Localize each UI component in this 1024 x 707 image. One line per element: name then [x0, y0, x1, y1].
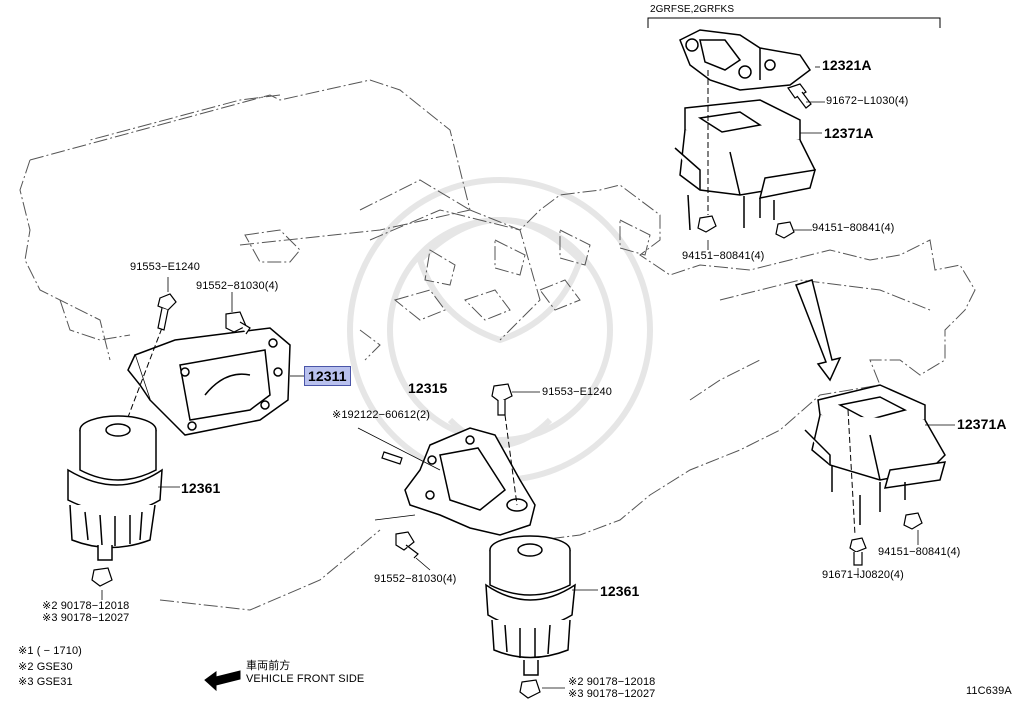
footnote-2: ※2 GSE30	[18, 661, 73, 673]
vehicle-front-arrow-icon	[204, 670, 241, 692]
assembly-arrow	[795, 279, 842, 382]
engine-block-outline	[19, 79, 976, 611]
bracket-12321A	[679, 29, 812, 91]
leader-lines	[101, 66, 955, 689]
vehicle-front-jp: 車両前方	[246, 660, 291, 672]
nut-94151-top	[697, 215, 795, 239]
bolt-91671	[849, 537, 867, 566]
footnote-3: ※3 GSE31	[18, 676, 73, 688]
part-label-94151-top-left[interactable]: 94151−80841(4)	[682, 250, 765, 262]
part-label-91552-center[interactable]: 91552−81030(4)	[374, 573, 457, 585]
diagram-code: 11C639A	[966, 685, 1012, 697]
part-label-91552-left[interactable]: 91552−81030(4)	[196, 280, 279, 292]
bolt-91552-left	[225, 311, 251, 335]
part-label-91671[interactable]: 91671−J0820(4)	[822, 569, 904, 581]
part-label-94151-right[interactable]: 94151−80841(4)	[878, 546, 961, 558]
bracket-12311	[127, 327, 291, 436]
part-label-12361-left[interactable]: 12361	[181, 480, 221, 496]
part-label-12311-highlighted[interactable]: 12311	[304, 366, 351, 386]
bracket-12315	[404, 427, 536, 536]
footnote-1: ※1 ( − 1710)	[18, 645, 82, 657]
stud-92122	[381, 451, 403, 465]
part-label-12315[interactable]: 12315	[408, 380, 448, 396]
nut-90178-left	[91, 567, 113, 587]
nut-94151-right	[903, 512, 923, 530]
part-label-90178-2-center[interactable]: ※2 90178−12018	[568, 676, 656, 688]
part-label-90178-3-left[interactable]: ※3 90178−12027	[42, 612, 130, 624]
vehicle-front-en: VEHICLE FRONT SIDE	[246, 673, 365, 685]
nut-90178-center	[519, 679, 541, 699]
part-label-90178-3-center[interactable]: ※3 90178−12027	[568, 688, 656, 700]
part-label-90178-2-left[interactable]: ※2 90178−12018	[42, 600, 130, 612]
part-label-91672[interactable]: 91672−L1030(4)	[826, 95, 909, 107]
part-label-92122[interactable]: ※192122−60612(2)	[332, 409, 430, 421]
bolt-91553-center	[491, 383, 513, 416]
part-label-94151-top-right[interactable]: 94151−80841(4)	[812, 222, 895, 234]
part-label-12321A[interactable]: 12321A	[822, 57, 872, 73]
alignment-line-center	[504, 414, 518, 506]
mount-12371A-right	[804, 384, 947, 525]
alignment-line-right	[847, 409, 856, 536]
bolt-91553-left	[157, 293, 177, 331]
mount-12371A-top	[674, 99, 817, 231]
bolt-91672	[787, 83, 812, 109]
part-label-91553-center[interactable]: 91553−E1240	[542, 386, 612, 398]
mount-12361-left	[67, 415, 163, 561]
part-label-91553-left[interactable]: 91553−E1240	[130, 261, 200, 273]
variant-label: 2GRFSE,2GRFKS	[650, 4, 735, 15]
part-label-12371A-right[interactable]: 12371A	[957, 416, 1007, 432]
bolt-91552-center	[395, 531, 419, 559]
leader-12315-bracket	[357, 427, 441, 521]
part-label-12371A-top[interactable]: 12371A	[824, 125, 874, 141]
mount-12361-center	[485, 535, 576, 676]
variant-bracket	[647, 17, 941, 28]
part-label-12361-center[interactable]: 12361	[600, 583, 640, 599]
alignment-line-left	[124, 319, 166, 426]
